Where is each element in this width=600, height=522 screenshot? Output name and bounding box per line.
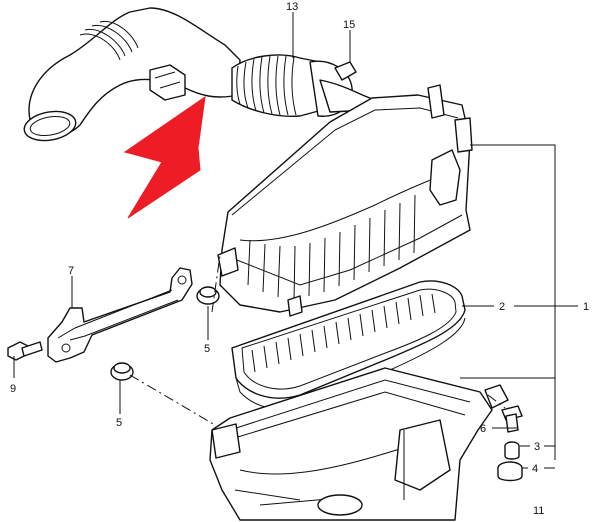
alignment-line-left: [129, 374, 216, 426]
callout-6: 6: [480, 423, 486, 435]
grommet-5-lower: [110, 362, 134, 381]
bolt-9: [7, 341, 43, 361]
callout-labels: 13 15 7 9 5 5 2 1 6 3 4 11: [10, 1, 589, 517]
bracket: [47, 267, 193, 363]
air-cleaner-cover: [217, 84, 473, 317]
callout-11: 11: [533, 505, 544, 517]
corrugated-duct: [231, 54, 371, 118]
alignment-line-upper: [211, 254, 221, 313]
callout-2: 2: [499, 301, 505, 313]
air-filter-element: [231, 280, 466, 410]
leader-lines: [13, 12, 578, 500]
callout-4: 4: [532, 463, 538, 475]
callout-1: 1: [583, 301, 589, 313]
intake-hose: [23, 7, 241, 142]
callout-3: 3: [534, 441, 540, 453]
air-cleaner-case: [209, 367, 509, 521]
callout-15: 15: [343, 19, 355, 31]
callout-13: 13: [286, 1, 298, 13]
alignment-line-right: [487, 394, 506, 409]
callout-5-lower: 5: [116, 417, 122, 429]
callout-5-upper: 5: [204, 343, 210, 355]
callout-7: 7: [68, 265, 74, 277]
grommet-4: [497, 461, 523, 482]
callout-9: 9: [10, 383, 16, 395]
collar-3: [504, 441, 520, 460]
grommet-5-upper: [196, 286, 220, 305]
pointer-arrow: [123, 95, 206, 219]
